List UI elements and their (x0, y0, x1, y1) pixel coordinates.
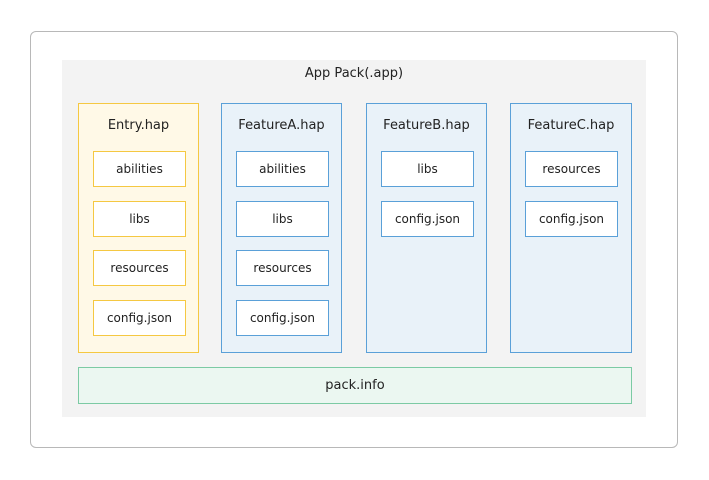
module-featureb-hap: FeatureB.hap libs config.json (366, 103, 487, 353)
module-item-libs: libs (381, 151, 474, 187)
module-item-libs: libs (93, 201, 186, 237)
module-item-abilities: abilities (93, 151, 186, 187)
module-title: FeatureA.hap (238, 118, 325, 133)
module-featurec-hap: FeatureC.hap resources config.json (510, 103, 632, 353)
module-item-resources: resources (525, 151, 618, 187)
module-title: FeatureC.hap (527, 118, 615, 133)
app-pack-title: App Pack(.app) (304, 66, 404, 81)
module-entry-hap: Entry.hap abilities libs resources confi… (78, 103, 199, 353)
module-item-abilities: abilities (236, 151, 329, 187)
module-item-libs: libs (236, 201, 329, 237)
module-item-resources: resources (236, 250, 329, 286)
pack-info-box: pack.info (78, 367, 632, 404)
module-featurea-hap: FeatureA.hap abilities libs resources co… (221, 103, 342, 353)
module-item-config-json: config.json (525, 201, 618, 237)
module-item-resources: resources (93, 250, 186, 286)
module-item-config-json: config.json (381, 201, 474, 237)
module-item-config-json: config.json (93, 300, 186, 336)
module-title: Entry.hap (107, 118, 170, 133)
module-item-config-json: config.json (236, 300, 329, 336)
module-title: FeatureB.hap (383, 118, 470, 133)
